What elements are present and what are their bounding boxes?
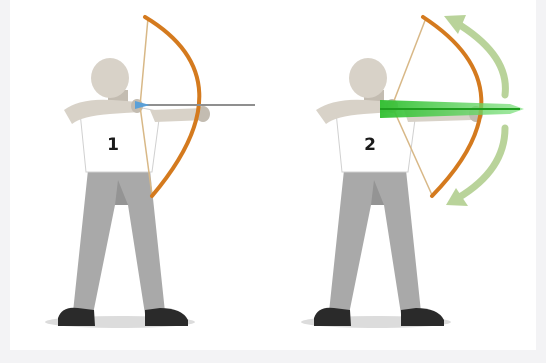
figure-label-1: 1 bbox=[107, 135, 119, 155]
head-1 bbox=[91, 58, 129, 98]
shoe-right-2 bbox=[401, 308, 444, 326]
figure-label-2: 2 bbox=[364, 135, 376, 155]
archer-figure-2: 2 bbox=[301, 15, 524, 328]
motion-arc-bottom bbox=[458, 128, 505, 198]
bow-1 bbox=[145, 17, 199, 196]
archer-figure-1: 1 bbox=[45, 17, 255, 328]
shoe-right-1 bbox=[145, 308, 188, 326]
head-2 bbox=[349, 58, 387, 98]
shoe-left-1 bbox=[58, 308, 95, 326]
shoe-left-2 bbox=[314, 308, 351, 326]
